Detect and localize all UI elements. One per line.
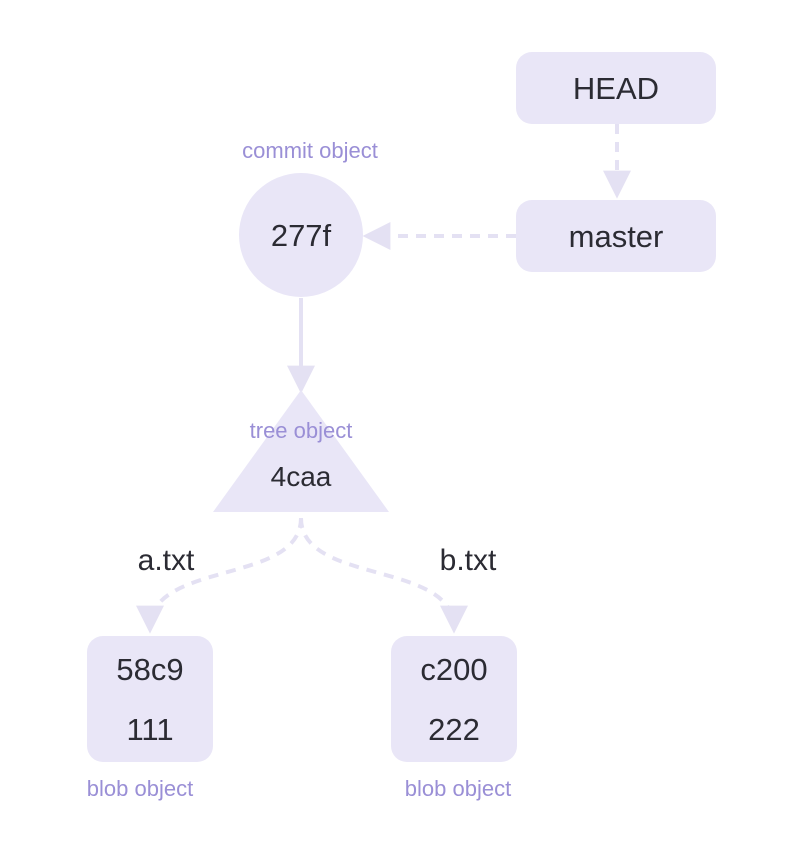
blob-b-content: 222 (428, 712, 480, 747)
blob-a-caption: blob object (87, 776, 193, 801)
head-label: HEAD (573, 71, 659, 106)
blob-b-hash: c200 (420, 652, 487, 687)
tree-node: tree object 4caa (213, 390, 389, 512)
commit-caption: commit object (242, 138, 378, 163)
blob-b-node: c200 222 blob object (391, 636, 517, 801)
edge-tree-to-blob-a (136, 517, 303, 634)
commit-hash: 277f (271, 218, 332, 253)
blob-b-caption: blob object (405, 776, 511, 801)
blob-a-hash: 58c9 (116, 652, 183, 687)
blob-a-content: 111 (126, 712, 173, 747)
edge-tree-to-blob-b (299, 517, 468, 634)
edge-label-b-txt: b.txt (440, 544, 497, 577)
master-label: master (569, 219, 664, 254)
tree-hash: 4caa (271, 461, 332, 492)
master-node: master (516, 200, 716, 272)
head-node: HEAD (516, 52, 716, 124)
tree-caption: tree object (250, 418, 353, 443)
commit-node: commit object 277f (239, 138, 378, 297)
blob-a-node: 58c9 111 blob object (87, 636, 213, 801)
edge-label-a-txt: a.txt (138, 544, 195, 577)
